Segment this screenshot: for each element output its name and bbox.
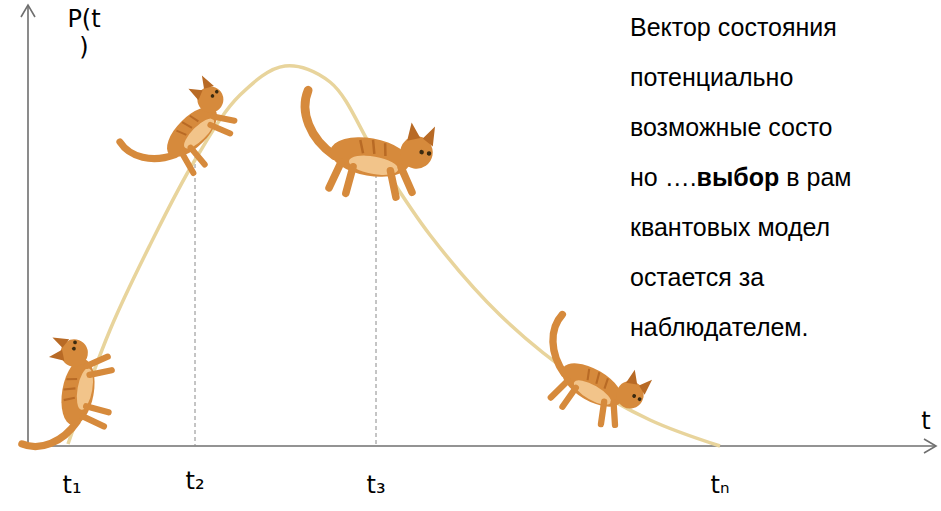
dashed-guide [376,160,377,446]
x-axis [28,445,936,447]
probability-curve [68,66,720,446]
tick-label: t₁ [62,472,81,500]
note-text: потенциально [630,63,793,91]
note-text: в рам [786,163,851,191]
tick-label: t₂ [185,468,204,496]
note-line: Вектор состояния [630,12,837,42]
axis-title: P(t ) [67,6,100,61]
axes [21,5,936,453]
axis-label: t [921,408,930,436]
tick-label: t₃ [366,472,385,500]
note-line: наблюдателем. [630,312,809,342]
note-text: Вектор состояния [630,13,837,41]
note-text: выбор [697,163,780,191]
note-line: остается за [630,262,764,292]
note-line: но ….выборв рам [630,162,852,192]
x-axis-arrow [924,439,936,453]
note-text: наблюдателем. [630,313,809,341]
cat-figure [291,90,440,207]
dashed-guide [195,150,196,446]
note-text: квантовых модел [630,213,830,241]
note-text: но …. [630,163,697,191]
note-line: потенциально [630,62,793,92]
note-text: возможные состо [630,113,833,141]
cat-figure [119,66,249,196]
note-line: возможные состо [630,112,833,142]
cat-figure [22,333,120,458]
y-axis [27,6,29,447]
y-axis-arrow [21,5,35,17]
note-text: остается за [630,263,764,291]
note-line: квантовых модел [630,212,830,242]
tick-label: tₙ [711,472,730,500]
